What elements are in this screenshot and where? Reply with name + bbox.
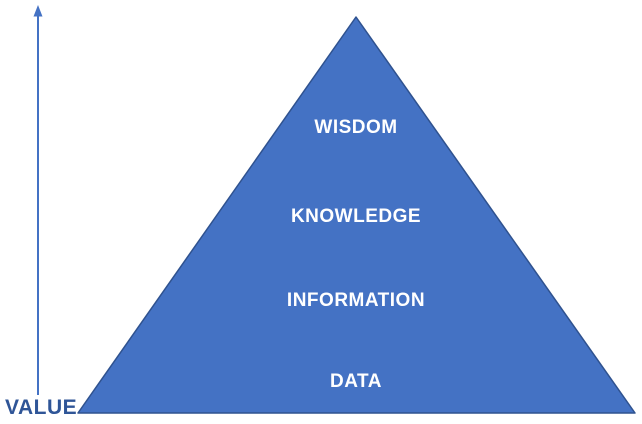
pyramid-shape [77,16,636,414]
value-arrow-head [33,5,43,17]
pyramid-level-data: DATA [330,371,382,392]
value-arrow-icon [33,5,43,395]
value-axis-label: VALUE [5,396,78,419]
pyramid-level-information: INFORMATION [286,290,426,311]
pyramid-level-wisdom: WISDOM [314,117,398,138]
pyramid-level-knowledge: KNOWLEDGE [290,206,422,227]
